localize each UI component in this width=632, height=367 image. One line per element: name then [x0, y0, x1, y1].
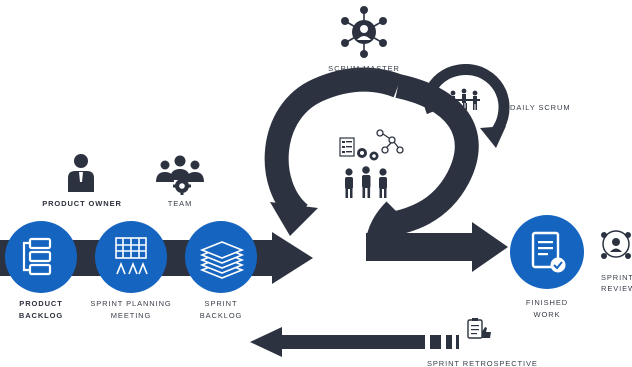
planning-board-icon	[115, 237, 148, 275]
finished-work-label-line1: FINISHED	[526, 298, 568, 307]
sprint-work-icons	[339, 129, 404, 198]
daily-scrum-label: DAILY SCRUM	[510, 103, 570, 112]
workflow-icon	[376, 129, 404, 154]
stage-sprint-planning	[95, 221, 167, 293]
product-backlog-label-line1: PRODUCT	[19, 299, 62, 308]
daily-scrum-loop	[424, 64, 510, 148]
product-owner-label: PRODUCT OWNER	[42, 199, 122, 208]
sprint-cycle-loop	[264, 67, 508, 272]
loop-arrowhead-left	[270, 202, 318, 236]
team-gear-icon	[156, 155, 204, 195]
sprint-planning-label-line1: SPRINT PLANNING	[90, 299, 171, 308]
sprint-backlog-label-line1: SPRINT	[205, 299, 238, 308]
retrospective-arrow	[250, 327, 459, 357]
sprint-review-label-line2: REVIEW	[601, 284, 632, 293]
stage-finished-work	[510, 215, 584, 289]
sprint-retrospective-label: SPRINT RETROSPECTIVE	[427, 359, 538, 367]
loop-arrowhead-right	[472, 222, 508, 272]
daily-scrum-people-icon	[448, 88, 480, 110]
stage-product-backlog	[5, 221, 77, 293]
review-group-icon	[601, 230, 631, 259]
sprint-planning-label-line2: MEETING	[111, 311, 151, 320]
scrum-master-network-icon	[341, 6, 387, 58]
clipboard-thumbs-up-icon	[467, 318, 491, 339]
checked-document-icon	[531, 231, 566, 273]
task-list-icon	[339, 137, 355, 157]
team-label: TEAM	[168, 199, 192, 208]
gears-icon	[357, 148, 379, 161]
scrum-master-label: SCRUM MASTER	[328, 64, 400, 73]
sprint-review-label-line1: SPRINT	[601, 273, 632, 282]
paper-stack-icon	[199, 241, 245, 279]
finished-work-label-line2: WORK	[534, 310, 561, 319]
stacked-list-icon	[22, 237, 52, 276]
product-backlog-label-line2: BACKLOG	[19, 311, 63, 320]
sprint-backlog-label-line2: BACKLOG	[200, 311, 243, 320]
stage-sprint-backlog	[185, 221, 257, 293]
person-icon	[68, 154, 94, 192]
team-discussion-icon	[345, 166, 387, 198]
